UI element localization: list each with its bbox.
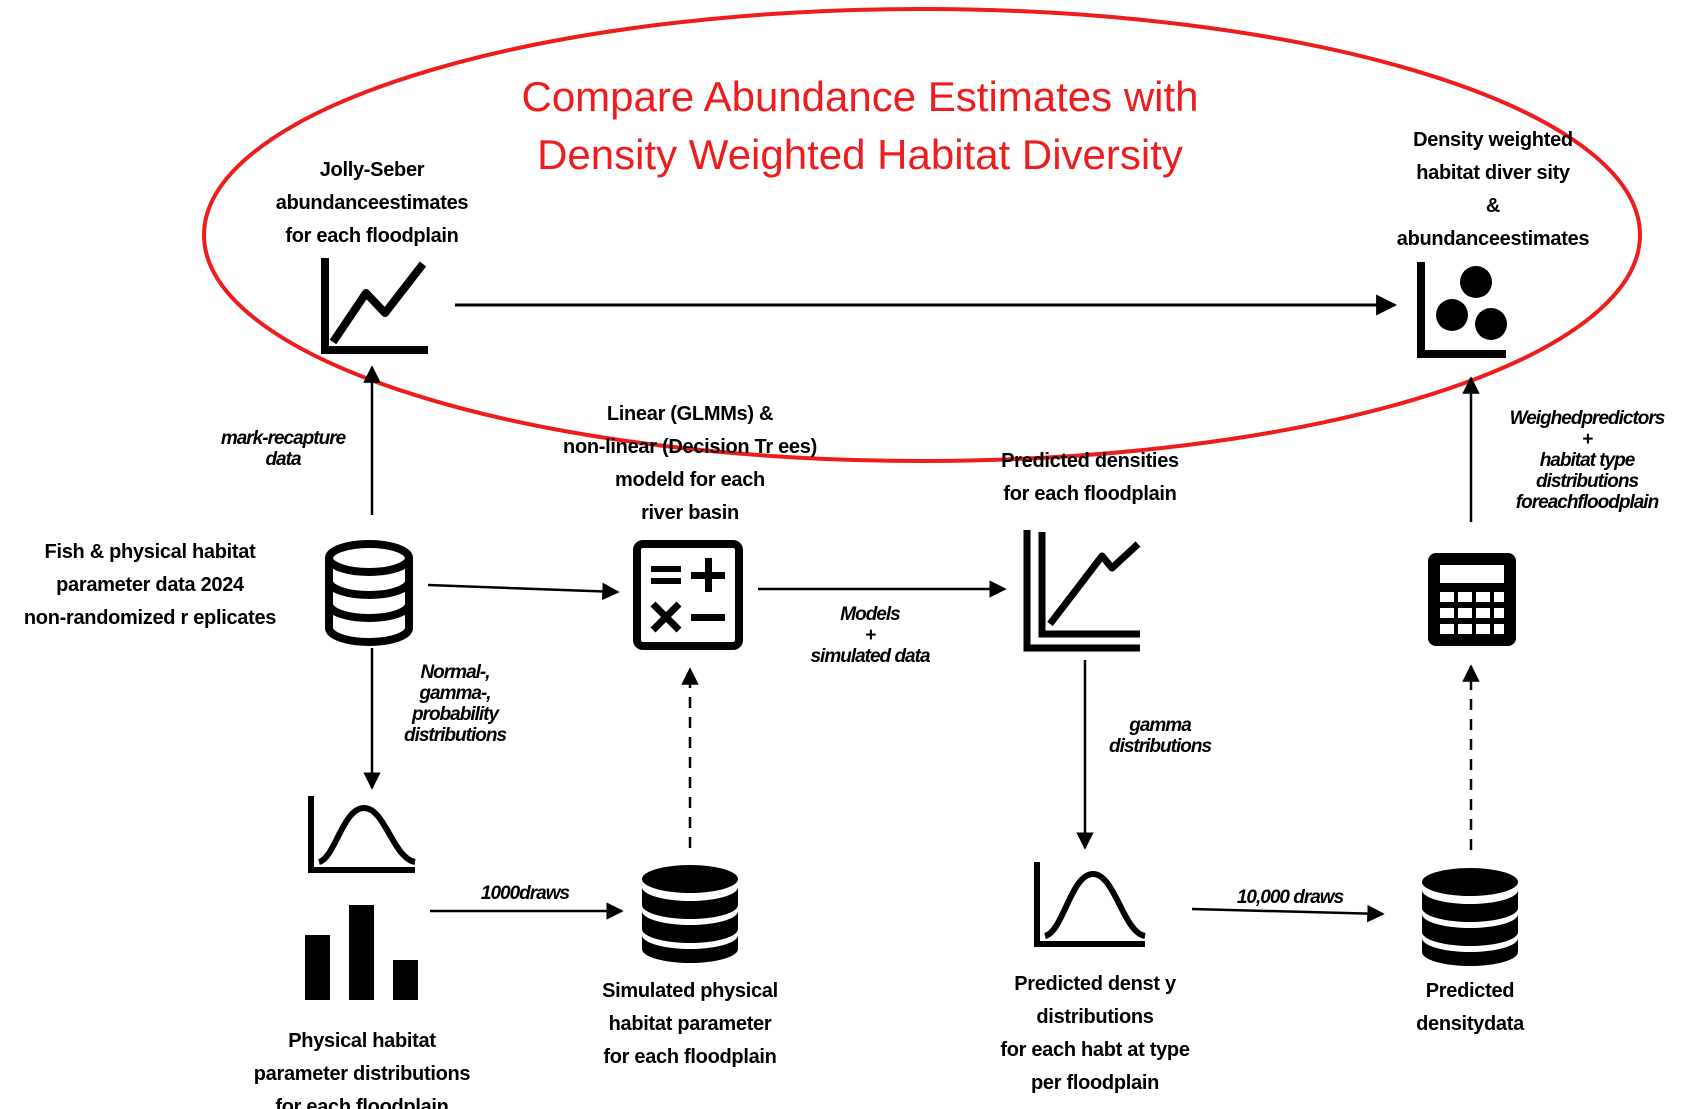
label-line: Density weighted: [1413, 129, 1573, 151]
density-distributions-label: Predicted denst y distributions for each…: [975, 968, 1215, 1100]
label-line: modeld for each: [615, 469, 765, 491]
label-line: habitat diver sity: [1416, 162, 1570, 184]
label-line: habitat parameter: [608, 1013, 772, 1035]
label-line: +: [864, 625, 876, 646]
title-line: Density Weighted Habitat Diversity: [537, 131, 1183, 178]
label-line: Linear (GLMMs) &: [606, 403, 774, 425]
label-line: for each floodplain: [603, 1046, 777, 1068]
label-line: probability: [411, 704, 499, 725]
label-line: Physical habitat: [288, 1030, 436, 1052]
draws-1000-edge-label: 1000draws: [450, 883, 600, 904]
label-line: for each floodplain: [1003, 483, 1177, 505]
bell-curve-icon: [308, 796, 417, 873]
bar-chart-icon: [305, 905, 418, 1000]
distributions-edge-label: Normal-, gamma-, probability distributio…: [380, 662, 530, 746]
label-line: Predicted denst y: [1014, 973, 1176, 995]
calculator-symbols-icon: [633, 540, 743, 650]
line-chart-icon: [321, 258, 428, 354]
label-line: mark-recapture: [220, 428, 346, 449]
label-line: Models: [840, 604, 900, 625]
label-line: Fish & physical habitat: [44, 541, 256, 563]
label-line: abundanceestimates: [275, 192, 469, 214]
label-line: Predicted: [1425, 980, 1515, 1002]
label-line: 1000draws: [480, 883, 570, 904]
calculator-icon: [1428, 553, 1516, 646]
arrow-10000-draws: [1191, 904, 1385, 923]
label-line: foreachfloodplain: [1515, 492, 1659, 513]
draws-10000-edge-label: 10,000 draws: [1210, 887, 1370, 908]
arrow-data-to-models: [427, 582, 620, 601]
label-line: Normal-,: [420, 662, 490, 683]
label-line: Simulated physical: [602, 980, 778, 1002]
gamma-edge-label: gamma distributions: [1085, 715, 1235, 757]
physical-distributions-label: Physical habitat parameter distributions…: [232, 1025, 492, 1109]
predicted-density-data-label: Predicted densitydata: [1390, 975, 1550, 1041]
label-line: river basin: [641, 502, 739, 524]
label-line: simulated data: [810, 646, 930, 667]
label-line: for each habt at type: [1000, 1039, 1190, 1061]
bell-curve-icon: [1034, 862, 1147, 947]
label-line: distributions: [1108, 736, 1212, 757]
simulated-label: Simulated physical habitat parameter for…: [580, 975, 800, 1074]
label-line: abundanceestimates: [1396, 228, 1590, 250]
database-icon: [1422, 868, 1518, 966]
database-icon: [642, 865, 738, 963]
mark-recapture-edge-label: mark-recapture data: [208, 428, 358, 470]
label-line: for each floodplain: [285, 225, 459, 247]
label-line: distributions: [403, 725, 507, 746]
label-line: data: [265, 449, 301, 470]
title-line: Compare Abundance Estimates with: [521, 73, 1199, 120]
label-line: non-randomized r eplicates: [23, 607, 277, 629]
label-line: Jolly-Seber: [319, 159, 425, 181]
label-line: Predicted densities: [1001, 450, 1179, 472]
label-line: parameter distributions: [253, 1063, 471, 1085]
label-line: Weighedpredictors: [1509, 408, 1666, 429]
diagram-title: Compare Abundance Estimates with Density…: [480, 68, 1240, 184]
label-line: densitydata: [1416, 1013, 1524, 1035]
label-line: habitat type: [1539, 450, 1636, 471]
scatter-chart-icon: [1417, 262, 1507, 358]
label-line: distributions: [1535, 471, 1639, 492]
label-line: gamma: [1129, 715, 1192, 736]
label-line: for each floodplain: [275, 1096, 449, 1109]
fish-data-label: Fish & physical habitat parameter data 2…: [10, 536, 290, 635]
database-icon: [325, 540, 413, 646]
jolly-seber-label: Jolly-Seber abundanceestimates for each …: [262, 154, 482, 253]
label-line: +: [1581, 429, 1593, 450]
label-line: per floodplain: [1030, 1072, 1160, 1094]
density-weighted-label: Density weighted habitat diver sity & ab…: [1378, 124, 1608, 256]
label-line: parameter data 2024: [56, 574, 244, 596]
label-line: 10,000 draws: [1236, 887, 1344, 908]
predicted-densities-label: Predicted densities for each floodplain: [975, 445, 1205, 511]
models-label: Linear (GLMMs) & non-linear (Decision Tr…: [540, 398, 840, 530]
label-line: distributions: [1036, 1006, 1154, 1028]
label-line: gamma-,: [419, 683, 491, 704]
line-chart-icon: [1023, 530, 1141, 652]
label-line: &: [1485, 195, 1501, 217]
label-line: non-linear (Decision Tr ees): [563, 436, 817, 458]
weighted-predictors-edge-label: Weighedpredictors + habitat type distrib…: [1487, 408, 1687, 513]
highlight-ellipse: [202, 7, 1642, 463]
models-simulated-edge-label: Models + simulated data: [795, 604, 945, 667]
